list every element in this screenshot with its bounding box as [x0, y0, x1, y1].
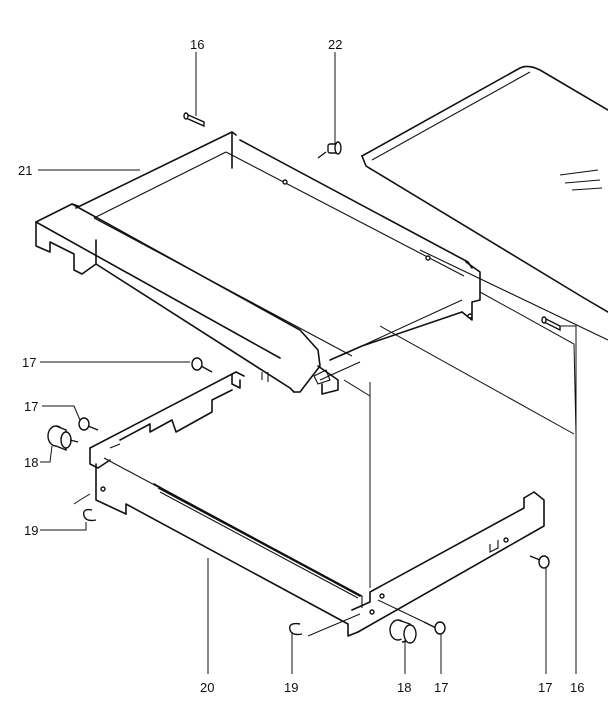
- housing-panel: [361, 65, 608, 341]
- callout-22: 22: [328, 37, 342, 52]
- clip-19-bottom: [289, 622, 303, 636]
- screw-17-bottom: [423, 621, 446, 635]
- knob-18-left: [47, 425, 79, 452]
- pin-16-right: [541, 316, 561, 332]
- callout-21: 21: [18, 163, 32, 178]
- callout-16-top: 16: [190, 37, 204, 52]
- screw-17-mid: [191, 357, 213, 373]
- callout-19-left: 19: [24, 523, 38, 538]
- callout-17-mid: 17: [22, 355, 36, 370]
- lower-tray: [89, 371, 545, 637]
- leader-lines: [38, 52, 577, 674]
- knob-18-bottom: [389, 619, 417, 644]
- callout-19-bottom: 19: [284, 680, 298, 695]
- clip-19-left: [82, 508, 97, 522]
- callout-17-left: 17: [24, 399, 38, 414]
- screw-17-left: [78, 417, 99, 431]
- callout-20: 20: [200, 680, 214, 695]
- screw-22: [317, 141, 342, 159]
- callout-17-right: 17: [538, 680, 552, 695]
- callout-18-bottom: 18: [397, 680, 411, 695]
- callout-17-bottom: 17: [434, 680, 448, 695]
- alignment-lines: [343, 291, 577, 588]
- pin-16-top: [183, 112, 205, 128]
- callout-16-right: 16: [570, 680, 584, 695]
- upper-tray: [35, 131, 481, 395]
- callouts: 16 22 21 17 17 18 19 20 19 18 17 17 16: [18, 37, 584, 695]
- callout-18-left: 18: [24, 455, 38, 470]
- screw-17-right: [529, 555, 550, 569]
